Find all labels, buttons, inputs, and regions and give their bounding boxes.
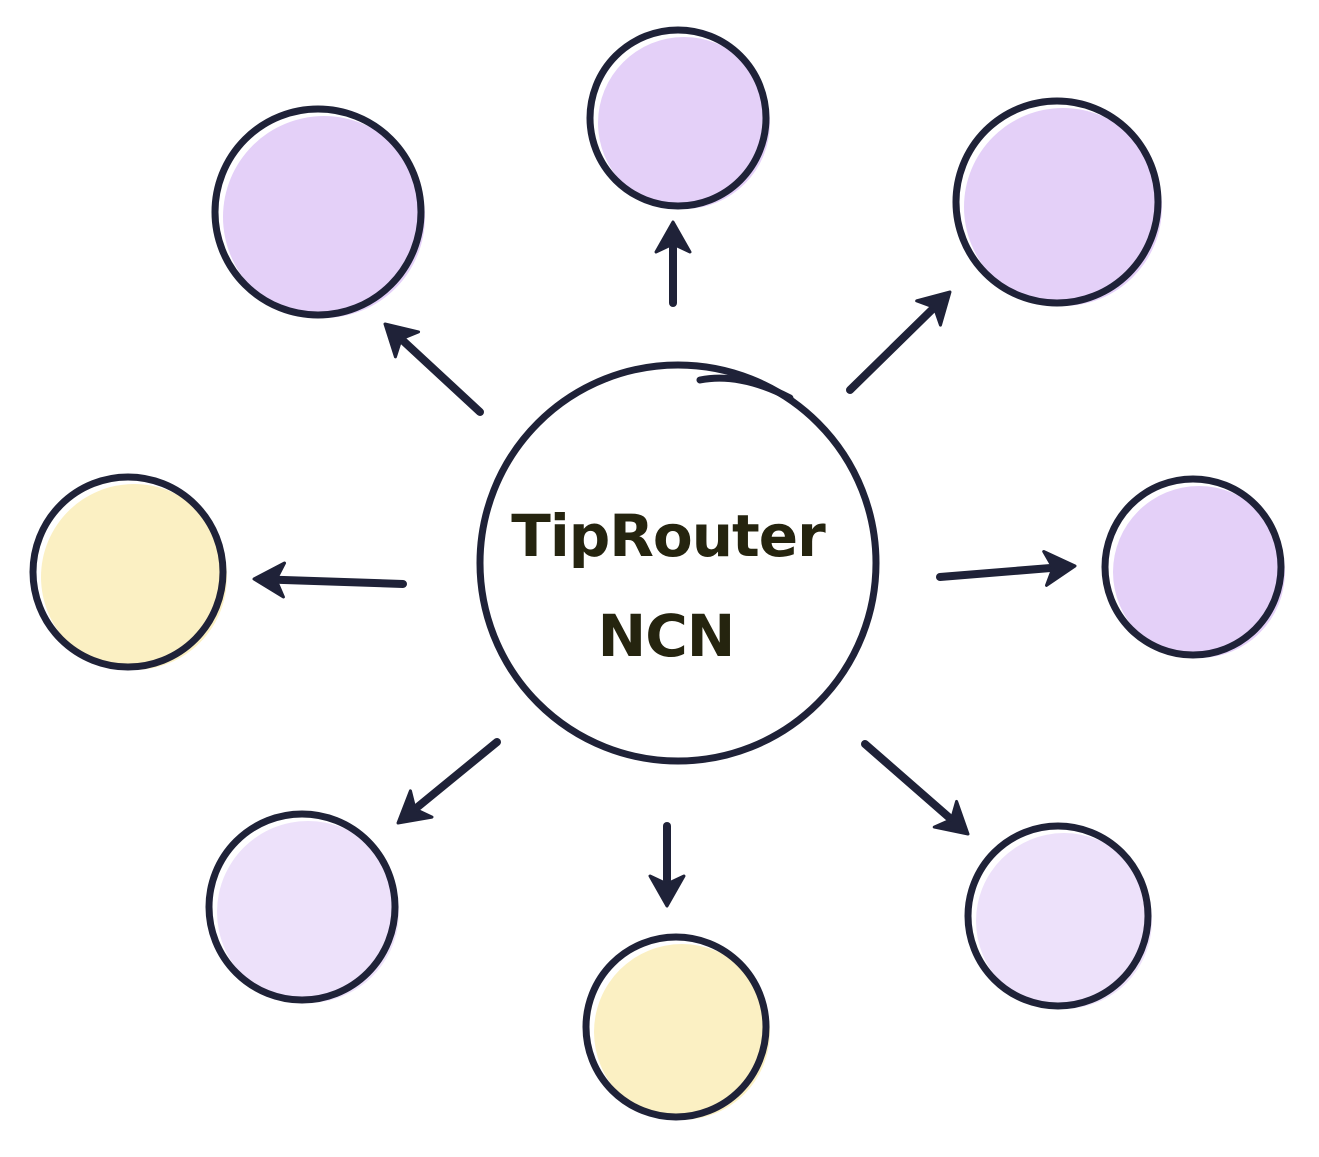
hub-circle <box>476 361 880 765</box>
node-top-left-fill <box>223 116 425 318</box>
hub-node: TipRouter NCN <box>476 361 880 765</box>
node-bottom-left-fill <box>217 821 399 1003</box>
node-bottom <box>582 933 770 1121</box>
arrowhead-to-node-bottom <box>648 874 686 908</box>
node-top-right <box>952 97 1162 307</box>
node-bottom-right <box>964 822 1152 1010</box>
node-right-fill <box>1113 486 1285 658</box>
node-top-fill <box>598 37 770 209</box>
node-top <box>586 26 770 210</box>
arrowhead-to-node-bottom-right <box>932 799 970 836</box>
node-left-fill <box>41 484 227 670</box>
arrow-to-node-top-right <box>846 306 936 394</box>
arrowhead-to-node-bottom-left <box>396 789 434 825</box>
node-bottom-fill <box>594 944 770 1120</box>
hub-label-line1: TipRouter <box>511 502 826 570</box>
arrowhead-to-node-top-left <box>383 322 421 359</box>
arrow-to-node-bottom-right <box>861 740 953 821</box>
arrow-to-node-bottom-left <box>414 738 501 811</box>
node-top-left <box>211 105 425 319</box>
hub-label-line2: NCN <box>598 602 735 670</box>
node-left <box>29 473 227 671</box>
arrows <box>252 220 1077 908</box>
node-top-right-fill <box>964 108 1162 306</box>
node-bottom-left <box>205 810 399 1004</box>
arrowhead-to-node-right <box>1042 549 1077 587</box>
arrow-to-node-right <box>936 564 1054 581</box>
hub-sketch-overstroke <box>696 374 794 402</box>
arrowhead-to-node-top <box>654 220 692 254</box>
node-bottom-right-fill <box>976 833 1152 1009</box>
arrowhead-to-node-top-right <box>915 290 952 327</box>
node-right <box>1101 475 1285 659</box>
arrow-to-node-top-left <box>400 337 484 416</box>
arrow-to-node-left <box>275 575 407 588</box>
arrowhead-to-node-left <box>252 561 287 599</box>
satellite-nodes <box>29 26 1285 1121</box>
